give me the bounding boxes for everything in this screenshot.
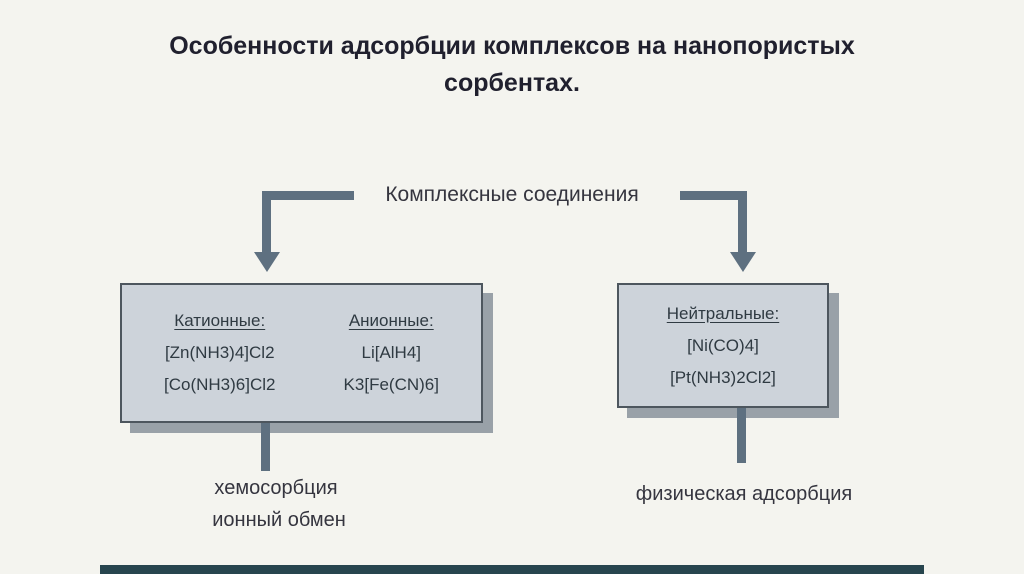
cationic-anionic-box: Катионные: [Zn(NH3)4]Cl2 [Co(NH3)6]Cl2 А… <box>120 283 483 423</box>
physical-adsorption-label: физическая адсорбция <box>635 483 853 505</box>
cationic-formula-2: [Co(NH3)6]Cl2 <box>164 375 276 394</box>
neutral-formula-1: [Ni(CO)4] <box>687 335 759 355</box>
cationic-column: Катионные: [Zn(NH3)4]Cl2 [Co(NH3)6]Cl2 <box>164 305 275 401</box>
neutral-box: Нейтральные: [Ni(CO)4] [Pt(NH3)2Cl2] <box>617 283 829 408</box>
anionic-formula-2: K3[Fe(CN)6] <box>343 375 439 394</box>
slide-title: Особенности адсорбции комплексов на нано… <box>169 32 855 97</box>
anionic-formula-1: Li[AlH4] <box>361 343 422 362</box>
neutral-column: Нейтральные: [Ni(CO)4] [Pt(NH3)2Cl2] <box>667 298 779 394</box>
chemisorption-label: хемосорбция <box>214 477 338 499</box>
right-arrow-vertical-line <box>738 191 747 253</box>
bottom-accent-bar <box>100 565 924 574</box>
right-arrow-down-icon <box>730 252 756 272</box>
root-node-label: Комплексные соединения <box>385 183 639 206</box>
cationic-header: Катионные: <box>174 311 266 330</box>
ion-exchange-label: ионный обмен <box>212 509 346 531</box>
neutral-formula-2: [Pt(NH3)2Cl2] <box>670 367 776 387</box>
anionic-header: Анионные: <box>348 311 434 330</box>
right-box-connector-line <box>737 408 746 463</box>
left-arrow-vertical-line <box>262 191 271 253</box>
left-arrow-horizontal-line <box>262 191 354 200</box>
neutral-header: Нейтральные: <box>666 303 780 323</box>
left-arrow-down-icon <box>254 252 280 272</box>
left-box-connector-line <box>261 423 270 471</box>
anionic-column: Анионные: Li[AlH4] K3[Fe(CN)6] <box>344 305 439 401</box>
right-arrow-horizontal-line <box>680 191 747 200</box>
cationic-formula-1: [Zn(NH3)4]Cl2 <box>164 343 275 362</box>
